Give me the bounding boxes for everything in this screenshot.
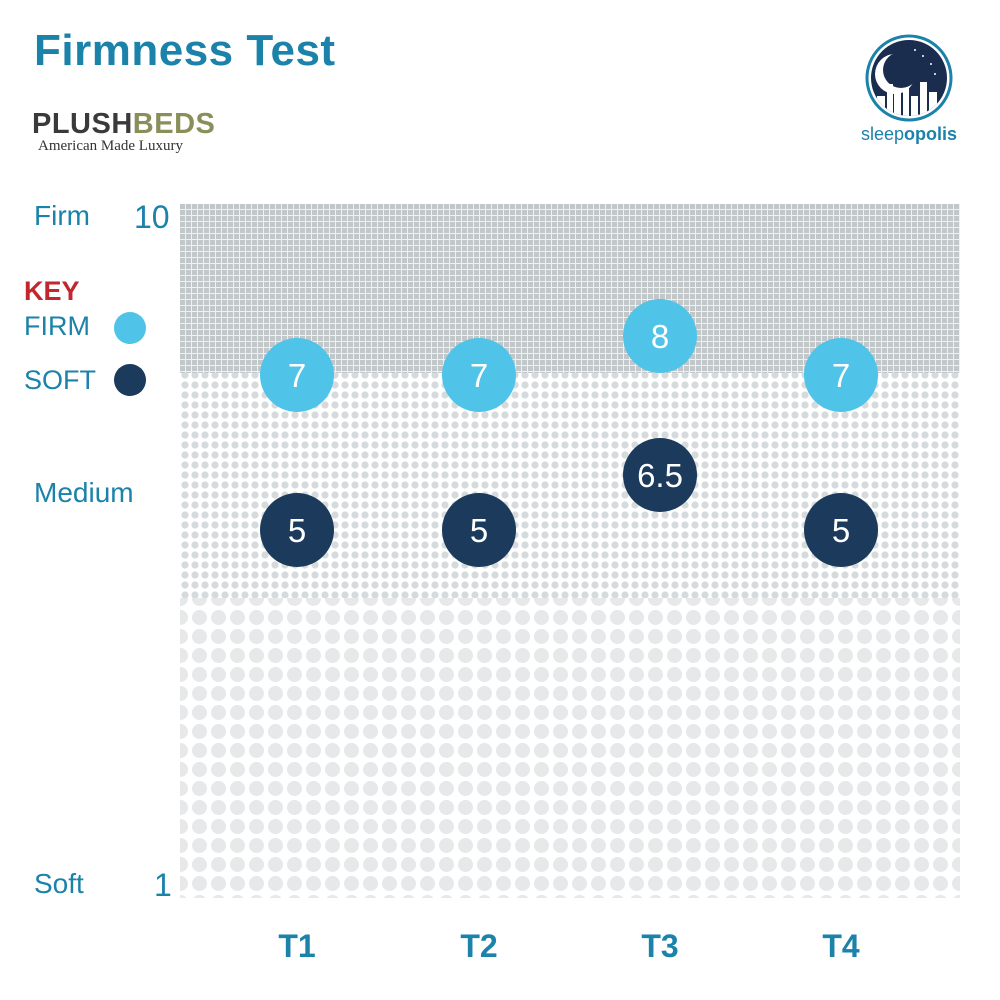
point-marker	[623, 299, 697, 373]
x-tick-t1: T1	[278, 928, 316, 964]
point-value-label: 8	[651, 318, 669, 355]
point-value-label: 5	[470, 512, 488, 549]
sleepopolis-logo: sleepopolis	[858, 34, 960, 145]
point-value-label: 5	[288, 512, 306, 549]
point-value-label: 5	[832, 512, 850, 549]
x-tick-t3: T3	[641, 928, 679, 964]
point-marker	[804, 493, 878, 567]
point-marker	[804, 338, 878, 412]
publisher-name-part2: opolis	[904, 124, 958, 144]
data-point-soft-t3: 6.5	[623, 438, 697, 512]
brand-name-part1: PLUSH	[32, 108, 133, 140]
data-point-firm-t1: 7	[260, 338, 334, 412]
plushbeds-logo: PLUSHBEDS American Made Luxury	[32, 108, 215, 155]
data-point-soft-t1: 5	[260, 493, 334, 567]
legend-title: KEY	[24, 276, 80, 306]
brand-name-part2: BEDS	[132, 108, 216, 140]
sleepopolis-skyline-moon-icon	[865, 34, 953, 122]
point-marker	[623, 438, 697, 512]
data-point-firm-t4: 7	[804, 338, 878, 412]
y-zone-label-medium: Medium	[34, 477, 134, 508]
brand-name: PLUSHBEDS	[32, 108, 215, 140]
point-marker	[260, 493, 334, 567]
x-tick-t2: T2	[460, 928, 498, 964]
data-point-soft-t4: 5	[804, 493, 878, 567]
point-value-label: 7	[288, 357, 306, 394]
legend-swatch-firm	[114, 312, 146, 344]
point-value-label: 7	[832, 357, 850, 394]
publisher-name: sleepopolis	[858, 124, 960, 145]
point-marker	[260, 338, 334, 412]
data-point-firm-t3: 8	[623, 299, 697, 373]
data-point-firm-t2: 7	[442, 338, 516, 412]
point-marker	[442, 493, 516, 567]
y-tick-top: 10	[134, 199, 170, 235]
data-points: 7 7 8 7 5 5 6.5 5	[260, 299, 878, 567]
legend-label-soft: SOFT	[24, 365, 96, 395]
data-point-soft-t2: 5	[442, 493, 516, 567]
brand-tagline: American Made Luxury	[38, 138, 183, 154]
point-value-label: 7	[470, 357, 488, 394]
point-value-label: 6.5	[637, 457, 683, 494]
y-zone-label-soft: Soft	[34, 868, 84, 899]
zone-soft	[180, 598, 960, 898]
y-tick-bottom: 1	[154, 867, 172, 903]
legend-swatch-soft	[114, 364, 146, 396]
publisher-name-part1: sleep	[860, 124, 905, 144]
point-marker	[442, 338, 516, 412]
chart-title: Firmness Test	[34, 26, 336, 75]
legend-label-firm: FIRM	[24, 311, 90, 341]
zone-bands	[180, 204, 960, 898]
x-tick-t4: T4	[822, 928, 860, 964]
y-zone-label-firm: Firm	[34, 200, 90, 231]
